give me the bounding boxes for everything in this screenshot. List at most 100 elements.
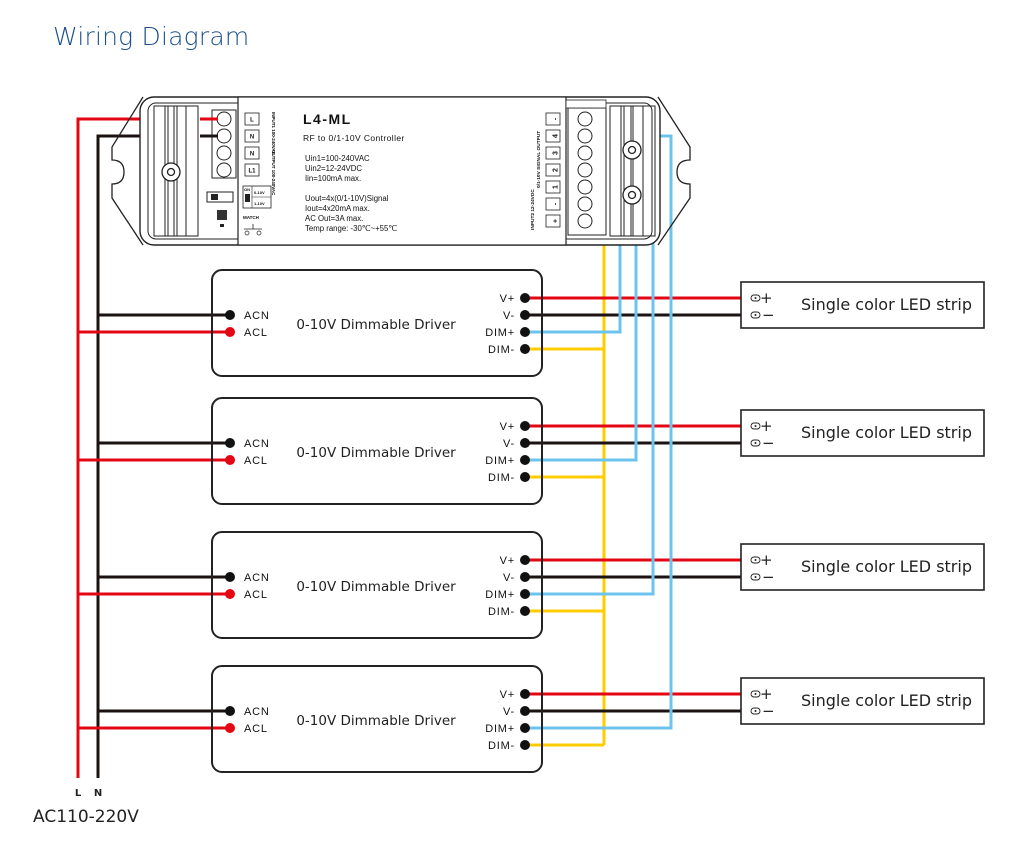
led-strip-box — [740, 543, 985, 591]
led-strip-3: +−Single color LED strip — [740, 543, 985, 591]
right-terminal-label: 2 — [553, 168, 560, 172]
plus-sign: + — [760, 551, 773, 569]
left-terminal-screw — [216, 162, 232, 178]
left-terminal-label: L — [250, 118, 254, 124]
right-fins — [609, 105, 656, 237]
left-terminal-label: N — [250, 152, 254, 158]
driver-name: 0-10V Dimmable Driver — [296, 713, 456, 729]
input1-label: INPUT1 100-240VAC — [271, 112, 276, 156]
led-strip-2: +−Single color LED strip — [740, 409, 985, 457]
slide-switch[interactable] — [206, 191, 234, 203]
output-terminal-dot — [520, 438, 530, 448]
output-label-dimplus: DIM+ — [485, 455, 515, 467]
output-terminal-dot — [520, 472, 530, 482]
spec-input-line: Iin=100mA max. — [305, 174, 361, 183]
output-terminal-dot — [520, 344, 530, 354]
acl-label: ACL — [244, 723, 268, 735]
right-terminal-label-box — [545, 146, 561, 160]
acn-label: ACN — [244, 310, 270, 322]
left-terminal-label-box — [244, 112, 260, 126]
minus-pad-icon — [750, 707, 761, 715]
output-label-dimminus: DIM- — [488, 472, 515, 484]
right-terminal-label-box — [545, 180, 561, 194]
acl-terminal-dot — [225, 455, 235, 465]
output-label-dimminus: DIM- — [488, 740, 515, 752]
dip-0-10v-label: 0-10V — [254, 190, 265, 195]
led-strip-box — [740, 677, 985, 725]
minus-pad-icon — [750, 439, 761, 447]
spec-output-line: Uout=4x(0/1-10V)Signal — [305, 194, 389, 203]
spec-output-line: Temp range: -30℃~+55℃ — [305, 224, 397, 233]
right-terminal-screw — [577, 128, 593, 144]
led-strip-1: +−Single color LED strip — [740, 281, 985, 329]
minus-sign: − — [762, 434, 775, 452]
output-terminal-dot — [520, 421, 530, 431]
output-terminal-dot — [520, 310, 530, 320]
left-mounting-flange — [111, 96, 144, 246]
output-label-vminus: V- — [503, 572, 515, 584]
match-button[interactable] — [217, 210, 227, 220]
output-label-dimplus: DIM+ — [485, 327, 515, 339]
output-terminal-dot — [520, 723, 530, 733]
output-terminal-dot — [520, 572, 530, 582]
left-terminal-label-box — [244, 163, 260, 177]
left-terminal-label: N — [250, 135, 254, 141]
acn-terminal-dot — [225, 310, 235, 320]
output-label-dimplus: DIM+ — [485, 589, 515, 601]
right-terminal-label: - — [553, 202, 560, 205]
plus-pad-icon — [750, 294, 761, 302]
match-label: MATCH — [243, 215, 259, 220]
output-label-vminus: V- — [503, 706, 515, 718]
output-terminal-dot — [520, 740, 530, 750]
acl-terminal-dot — [225, 327, 235, 337]
output-label-vminus: V- — [503, 310, 515, 322]
plus-sign: + — [760, 685, 773, 703]
acn-label: ACN — [244, 706, 270, 718]
output-label: OUTPUT 100-240VAC — [271, 150, 276, 196]
driver-box — [211, 665, 543, 773]
output-label-vplus: V+ — [500, 689, 515, 701]
output-terminal-dot — [520, 327, 530, 337]
driver-box — [211, 269, 543, 377]
right-terminal-screw — [577, 213, 593, 229]
spec-output-line: Iout=4x20mA max. — [305, 204, 370, 213]
mains-voltage-label: AC110-220V — [33, 807, 139, 827]
right-terminal-label-box — [545, 129, 561, 143]
plus-sign: + — [760, 289, 773, 307]
minus-sign: − — [762, 306, 775, 324]
acl-terminal-dot — [225, 723, 235, 733]
output-terminal-dot — [520, 706, 530, 716]
acn-label: ACN — [244, 572, 270, 584]
minus-sign: − — [762, 568, 775, 586]
minus-sign: − — [762, 702, 775, 720]
output-label-vminus: V- — [503, 438, 515, 450]
driver-box — [211, 531, 543, 639]
left-terminal-label: L1 — [248, 169, 256, 175]
spec-input-line: Uin2=12-24VDC — [305, 164, 362, 173]
driver-name: 0-10V Dimmable Driver — [296, 445, 456, 461]
controller-model: L4-ML — [303, 111, 352, 127]
signal-output-label: 0/1-10V SIGNAL OUTPUT — [536, 131, 542, 188]
dip-on-label: ON — [244, 187, 250, 192]
led-strip-label: Single color LED strip — [801, 423, 972, 442]
input2-label: INPUT2 12-24VDC — [530, 189, 536, 230]
left-terminal-label-box — [244, 129, 260, 143]
right-terminal-label: 3 — [553, 151, 560, 155]
output-label-vplus: V+ — [500, 421, 515, 433]
mains-n-label: N — [94, 788, 102, 799]
controller-label-panel — [237, 96, 567, 246]
controller-l4-ml: L N N L1 INPUT1 100-240VAC OUTPUT 100-240VA… — [111, 96, 691, 246]
right-terminal-label-box — [545, 214, 561, 228]
acn-terminal-dot — [225, 706, 235, 716]
acn-terminal-dot — [225, 572, 235, 582]
right-terminal-screw — [577, 162, 593, 178]
plus-pad-icon — [750, 690, 761, 698]
controller-subtitle: RF to 0/1-10V Controller — [303, 133, 405, 143]
output-terminal-dot — [520, 606, 530, 616]
right-terminal-screw — [577, 179, 593, 195]
